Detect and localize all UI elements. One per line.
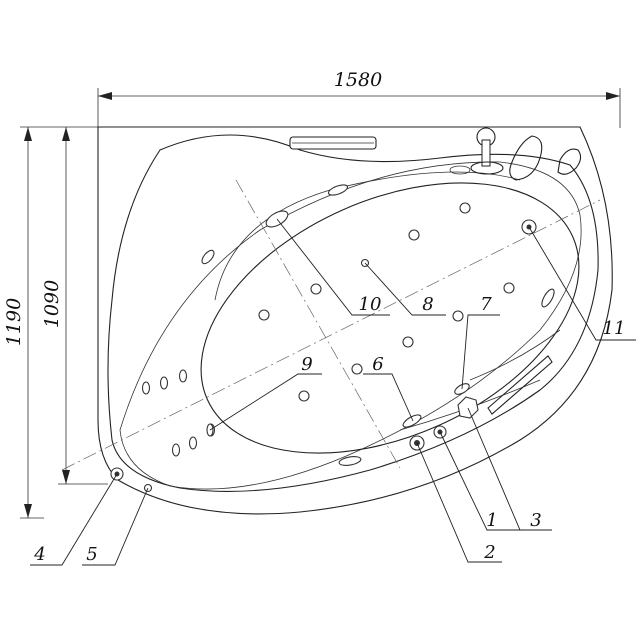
dimension-depth: 1190 [3,126,98,519]
spout-icon [509,135,543,181]
jet-icon [541,288,555,308]
jet-icon [351,363,363,375]
callout-11: 11 [603,318,626,339]
mixer-knob-icon [557,148,582,175]
jet-icon [171,443,181,457]
overflow-icon [449,165,471,175]
callout-7: 7 [480,294,492,315]
jet-icon [201,249,215,265]
jet-icon [338,456,362,466]
callout-6: 6 [372,354,383,375]
tub-basin [200,182,580,454]
jet-icon [503,282,515,294]
dimension-inner-depth-label: 1090 [41,280,63,328]
jet-icon [141,381,151,395]
jet-icon [310,283,322,295]
jet-icon [159,376,169,390]
tub-outer-rim [97,126,613,515]
drain-control-icon [457,396,479,419]
callout-9: 9 [301,354,312,375]
grab-handle [487,355,553,415]
jet-icon [408,229,420,241]
callout-2: 2 [483,542,495,563]
faucet-group [449,127,582,181]
jet-icon [402,336,414,348]
tub-step-right [469,329,561,381]
jet-icon [178,369,188,383]
callout-1: 1 [486,510,497,531]
center-lines [61,179,601,471]
jet-icon [459,202,471,214]
tub-seat-edge [214,171,521,301]
callout-8: 8 [422,294,433,315]
jet-icon [402,414,422,428]
callout-10: 10 [359,294,382,315]
callout-labels: 1 2 3 4 5 6 7 8 9 10 11 [33,294,625,565]
jet-icon [188,436,198,450]
dimension-inner-depth: 1090 [41,127,108,485]
jet-icon [258,309,270,321]
callout-5: 5 [86,544,97,565]
tub-deck-edge [107,134,599,492]
jets [110,184,555,493]
dimension-length-label: 1580 [334,69,382,91]
callout-3: 3 [530,510,541,531]
callout-4: 4 [33,544,45,565]
dimension-length: 1580 [97,69,621,128]
jet-icon [327,184,349,196]
jet-icon [298,390,310,402]
jet-icon [452,310,464,322]
leader-lines [30,218,636,566]
dimension-depth-label: 1190 [3,298,25,346]
